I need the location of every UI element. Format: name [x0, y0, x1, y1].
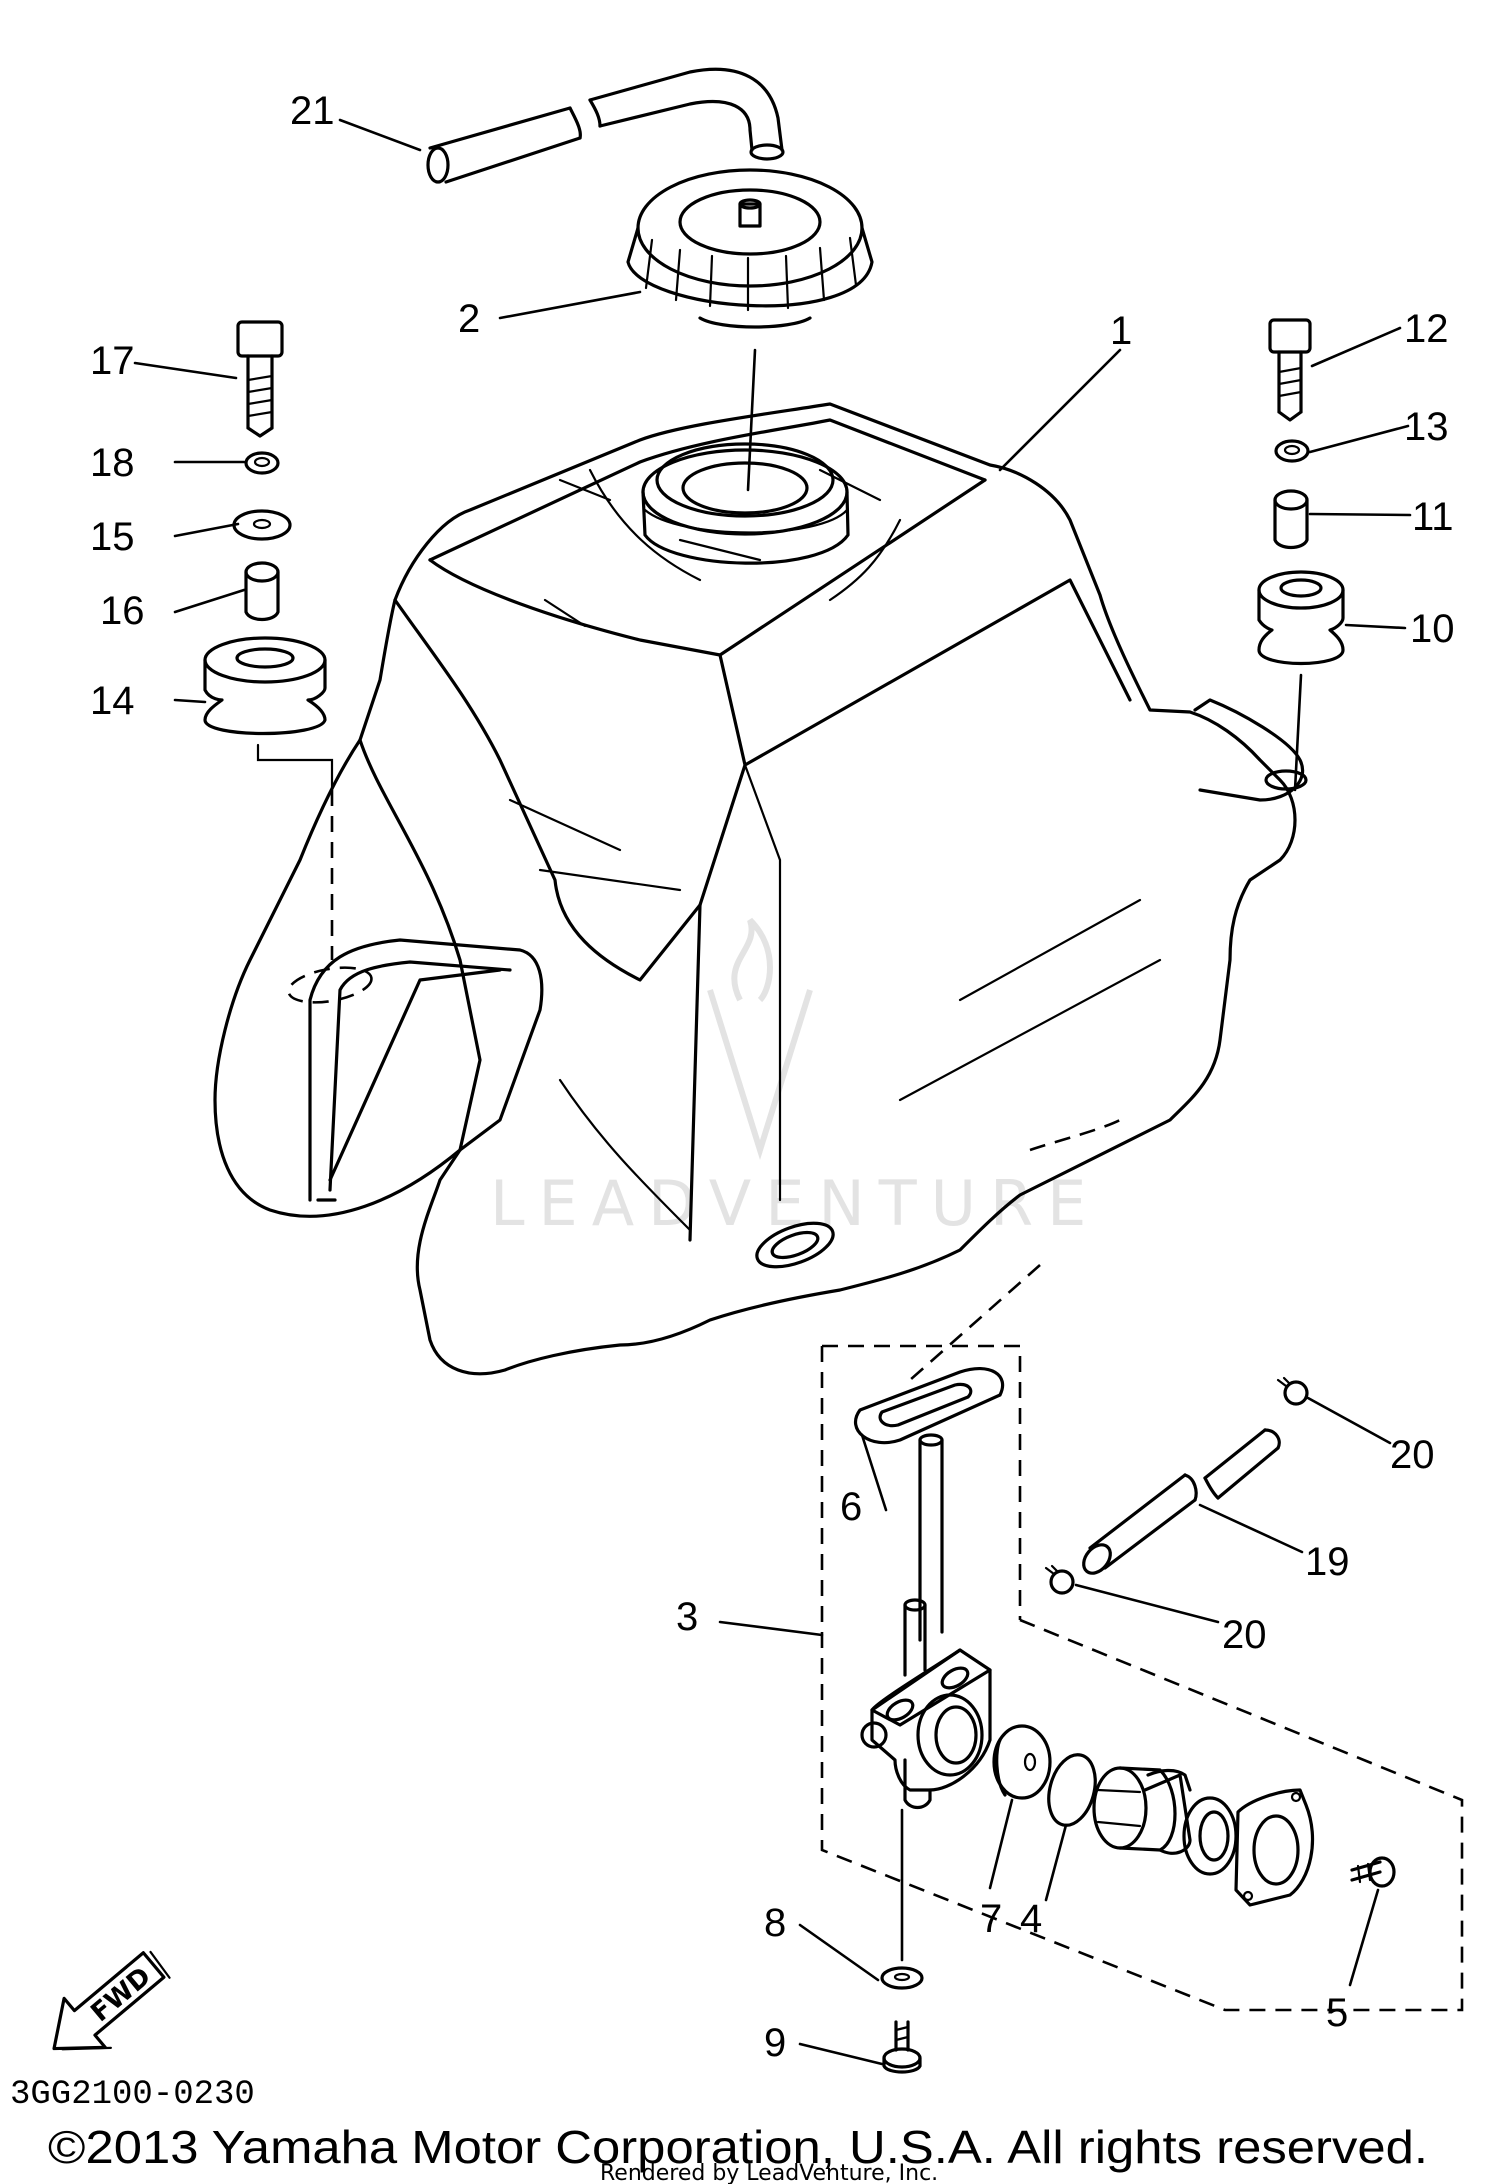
fuel-cock-group-outline [820, 1344, 1464, 2012]
callout-1: 1 [1110, 309, 1132, 353]
mount-right-line [1293, 673, 1303, 792]
diagram-code: 3GG2100-0230 [10, 2076, 255, 2114]
hose-clip-20-mid [1044, 1564, 1075, 1595]
lock-washer-18 [244, 451, 280, 475]
plate-7 [992, 1724, 1052, 1800]
callout-2: 2 [458, 297, 480, 341]
collar-11 [1273, 489, 1309, 550]
callout-16: 16 [100, 589, 145, 633]
screw-5 [1350, 1856, 1396, 1888]
callout-13: 13 [1404, 405, 1449, 449]
callout-11: 11 [1412, 495, 1454, 539]
callout-8: 8 [764, 1901, 786, 1945]
copyright-notice: ©2013 Yamaha Motor Corporation, U.S.A. A… [48, 2121, 1428, 2173]
callout-7: 7 [980, 1897, 1002, 1941]
callout-12: 12 [1404, 307, 1449, 351]
callout-4: 4 [1020, 1897, 1042, 1941]
callout-10: 10 [1410, 607, 1455, 651]
fuel-cap [626, 168, 874, 329]
vent-hose [426, 67, 785, 184]
collar-16 [244, 561, 280, 622]
fuel-cock-to-tank-line [909, 1264, 1041, 1381]
bolt-17 [236, 320, 284, 438]
fuel-hose-19 [1082, 1428, 1281, 1575]
fuel-cock [860, 1433, 992, 1810]
cover-plate [1234, 1788, 1315, 1907]
callout-21: 21 [290, 89, 335, 133]
callout-17: 17 [90, 339, 135, 383]
cap-center-line [746, 348, 757, 492]
wave-washer [1182, 1796, 1238, 1876]
callout-20-mid: 20 [1222, 1613, 1267, 1657]
lock-washer-13 [1274, 439, 1310, 463]
lever-assembly [1092, 1766, 1192, 1855]
bolt-12 [1268, 318, 1312, 422]
fwd-arrow-icon: FWD [52, 1950, 171, 2051]
mount-left-bracket [256, 743, 334, 792]
gasket-6 [853, 1366, 1005, 1445]
watermark-logo [707, 917, 813, 1161]
drain-screw-9 [882, 2020, 922, 2074]
callout-5: 5 [1326, 1991, 1348, 2035]
leader-lines [133, 118, 1412, 2066]
washer-15 [232, 509, 292, 541]
callout-15: 15 [90, 515, 135, 559]
grommet-10 [1257, 570, 1345, 665]
callout-3: 3 [676, 1595, 698, 1639]
fuel-tank [213, 402, 1308, 1376]
callout-14: 14 [90, 679, 135, 723]
callout-6: 6 [840, 1485, 862, 1529]
callout-9: 9 [764, 2021, 786, 2065]
callout-18: 18 [90, 441, 135, 485]
callout-19: 19 [1305, 1540, 1350, 1584]
washer-8 [880, 1966, 924, 1990]
callout-20-top: 20 [1390, 1433, 1435, 1477]
hose-clip-20-top [1276, 1376, 1309, 1406]
grommet-14 [203, 636, 327, 736]
rendered-by-credit: Rendered by LeadVenture, Inc. [600, 2161, 938, 2184]
o-ring-4 [1047, 1753, 1097, 1827]
